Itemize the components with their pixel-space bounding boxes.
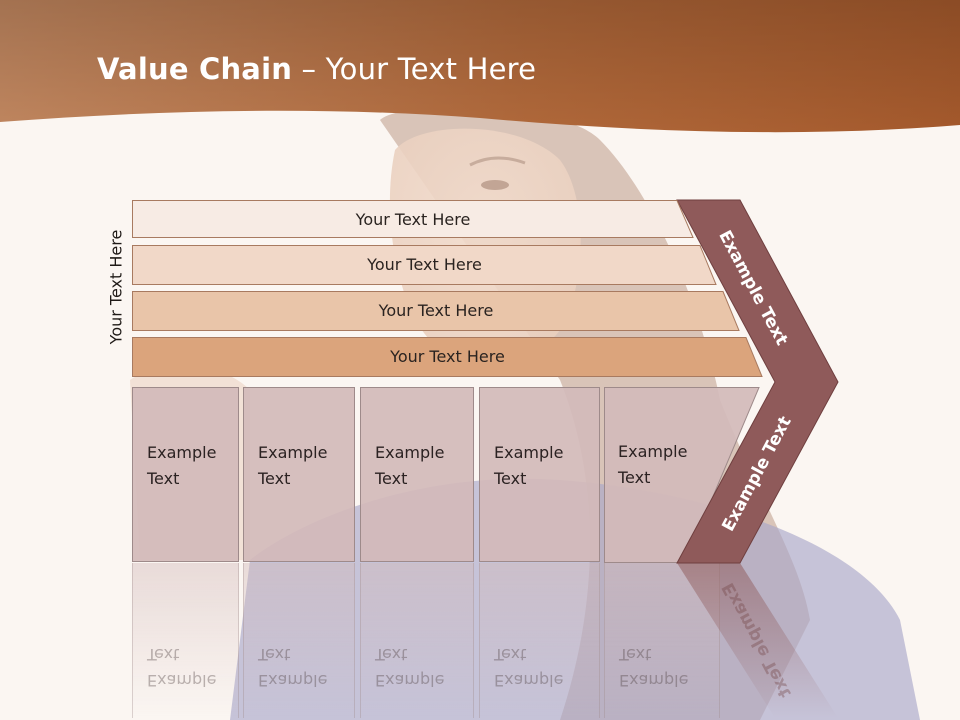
slide-title: Value Chain – Your Text Here: [97, 52, 536, 86]
box-2-reflection: Example Text: [243, 563, 355, 718]
box-4-line1: Example: [494, 443, 564, 462]
title-rest: – Your Text Here: [292, 52, 537, 86]
box-2: Example Text: [243, 387, 355, 562]
side-label-text: Your Text Here: [106, 229, 126, 345]
box-5: Example Text: [604, 387, 714, 562]
box-3-reflection-line1: Example: [375, 671, 445, 690]
box-1-reflection-line1: Example: [147, 671, 217, 690]
box-2-line1: Example: [258, 443, 328, 462]
box-3-line2: Text: [375, 469, 408, 488]
box-2-reflection-line2: Text: [258, 645, 291, 664]
bar-2-label: Your Text Here: [367, 254, 482, 274]
box-3-line1: Example: [375, 443, 445, 462]
box-3-reflection-line2: Text: [375, 645, 408, 664]
box-1-reflection-line2: Text: [147, 645, 180, 664]
box-3-reflection: Example Text: [360, 563, 474, 718]
box-5-reflection: Example Text: [604, 563, 720, 718]
box-4-reflection: Example Text: [479, 563, 600, 718]
box-4-reflection-line2: Text: [494, 645, 527, 664]
box-4: Example Text: [479, 387, 600, 562]
box-1-line1: Example: [147, 443, 217, 462]
box-3: Example Text: [360, 387, 474, 562]
bar-4-label: Your Text Here: [390, 346, 505, 366]
header-band: [0, 0, 960, 133]
box-1-line2: Text: [147, 469, 180, 488]
bar-3-label: Your Text Here: [378, 300, 494, 320]
box-5-reflection-line2: Text: [619, 645, 652, 664]
box-2-line2: Text: [258, 469, 291, 488]
bar-4: Your Text Here: [132, 337, 763, 377]
box-5-line2: Text: [618, 468, 651, 487]
box-1-reflection: Example Text: [132, 563, 239, 718]
title-bold: Value Chain: [97, 52, 293, 86]
box-2-reflection-line1: Example: [258, 671, 328, 690]
bar-2: Your Text Here: [132, 245, 717, 285]
box-4-reflection-line1: Example: [494, 671, 564, 690]
box-4-line2: Text: [494, 469, 527, 488]
bar-1-label: Your Text Here: [355, 209, 471, 229]
box-1: Example Text: [132, 387, 239, 562]
box-5-reflection-line1: Example: [619, 671, 689, 690]
bar-1: Your Text Here: [132, 200, 694, 238]
bar-3: Your Text Here: [132, 291, 740, 331]
box-5-line1: Example: [618, 442, 688, 461]
